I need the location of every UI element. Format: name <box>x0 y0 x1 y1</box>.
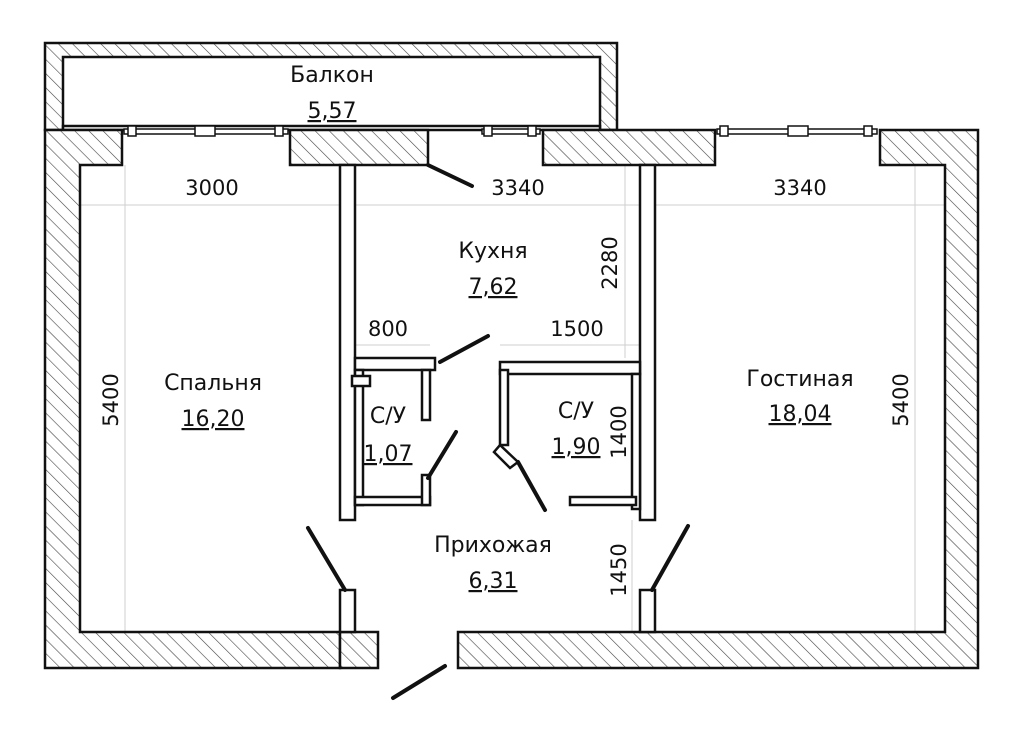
bath1-area: 1,07 <box>364 442 413 467</box>
bath2-name: С/У <box>558 399 595 424</box>
bedroom-name: Спальня <box>164 371 262 396</box>
dim-hall-depth: 1450 <box>607 543 631 596</box>
balcony-name: Балкон <box>290 63 374 88</box>
hall-area: 6,31 <box>469 569 518 594</box>
dimension-labels: 3000 3340 3340 800 1500 5400 5400 2280 1… <box>99 176 913 597</box>
balcony-area: 5,57 <box>308 99 357 124</box>
dim-living-width: 3340 <box>773 176 826 200</box>
bath2-area: 1,90 <box>552 435 601 460</box>
living-door <box>650 524 690 592</box>
living-name: Гостиная <box>746 367 853 392</box>
bedroom-door <box>306 526 347 592</box>
kitchen-name: Кухня <box>458 239 527 264</box>
room-labels: Балкон 5,57 Кухня 7,62 Спальня 16,20 Гос… <box>164 63 854 594</box>
hall-name: Прихожая <box>434 533 552 558</box>
bath1-name: С/У <box>370 404 407 429</box>
interior-walls <box>338 163 657 634</box>
kitchen-window <box>481 128 541 135</box>
balcony-door <box>426 163 474 188</box>
windows <box>123 125 878 137</box>
entrance-door <box>391 664 447 700</box>
dim-living-depth: 5400 <box>889 373 913 426</box>
dim-kitchen-width: 3340 <box>491 176 544 200</box>
exterior-walls <box>43 128 980 670</box>
dim-bedroom-width: 3000 <box>185 176 238 200</box>
bedroom-area: 16,20 <box>182 407 245 432</box>
dim-kitchen-depth: 2280 <box>598 236 622 289</box>
dim-bath1-width: 800 <box>368 317 408 341</box>
bath2-door <box>516 460 547 512</box>
dim-bath2-width: 1500 <box>550 317 603 341</box>
living-area: 18,04 <box>769 402 832 427</box>
kitchen-area: 7,62 <box>469 275 518 300</box>
dim-bedroom-depth: 5400 <box>99 373 123 426</box>
dimension-guides <box>80 165 945 632</box>
doors <box>306 163 690 700</box>
bath1-door <box>426 430 458 480</box>
kitchen-door <box>438 334 490 364</box>
dim-bath2-depth: 1400 <box>607 405 631 458</box>
